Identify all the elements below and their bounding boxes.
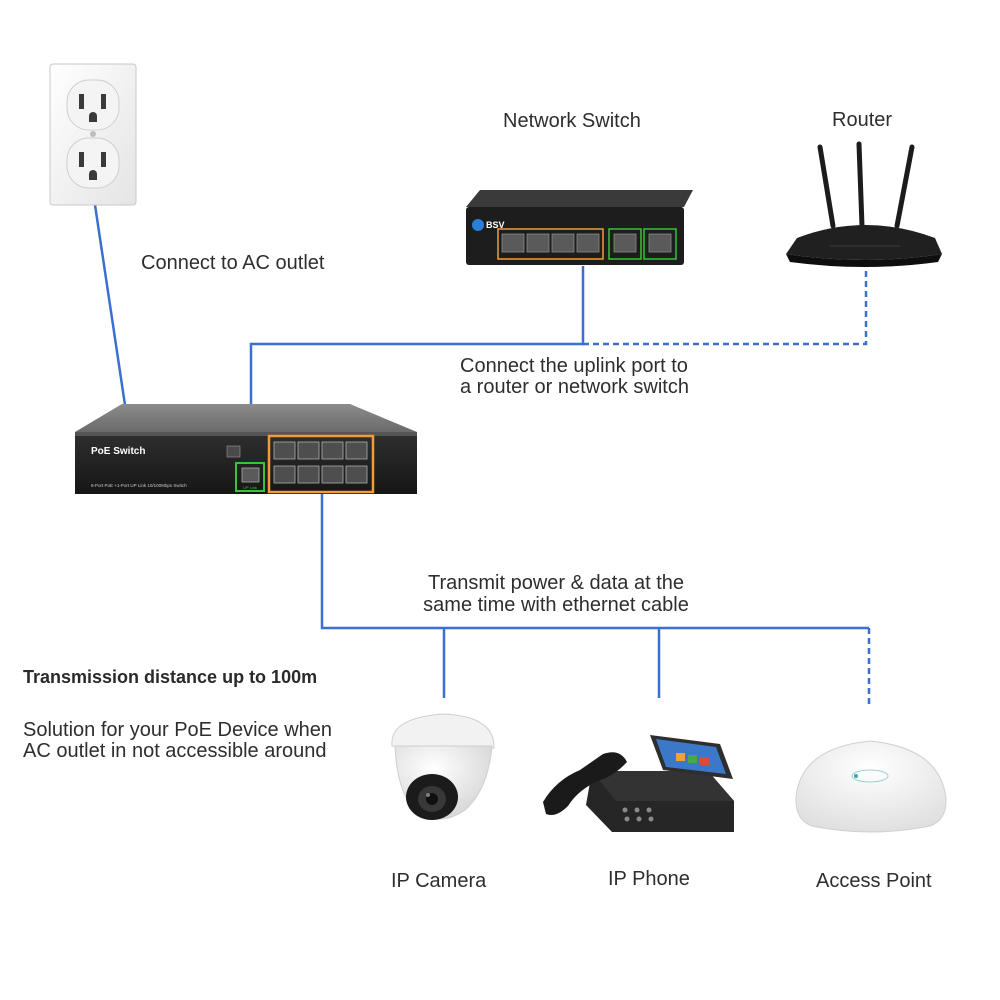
uplink-cable-to-router bbox=[583, 265, 868, 346]
wall-outlet-icon bbox=[49, 63, 137, 206]
desk-phone-icon bbox=[543, 735, 734, 832]
access-point-icon bbox=[795, 740, 947, 833]
network-switch-icon: BSV bbox=[466, 190, 693, 265]
poe-switch-subtitle: 8-Port PoE +1-Port UP Link 10/100Mbps Sw… bbox=[91, 483, 187, 488]
distance-heading: Transmission distance up to 100m bbox=[23, 667, 318, 687]
solution-text-line1: Solution for your PoE Device when bbox=[23, 719, 333, 741]
poe-uplink-label: UP Link bbox=[243, 485, 257, 490]
router-icon bbox=[786, 141, 942, 267]
network-switch-brand: BSV bbox=[486, 220, 505, 230]
dome-camera-icon bbox=[391, 713, 495, 820]
solution-text-line2: AC outlet in not accessible around bbox=[23, 740, 327, 762]
transmit-caption-line1: Transmit power & data at the bbox=[427, 572, 685, 594]
ac-outlet-caption: Connect to AC outlet bbox=[141, 252, 325, 274]
router-label: Router bbox=[832, 109, 893, 131]
ac-power-cable bbox=[93, 204, 127, 406]
uplink-caption-line2: a router or network switch bbox=[460, 376, 689, 398]
uplink-caption-line1: Connect the uplink port to bbox=[460, 355, 688, 377]
network-switch-label: Network Switch bbox=[503, 110, 641, 132]
access-point-label: Access Point bbox=[816, 870, 932, 892]
poe-trunk-cable bbox=[320, 492, 869, 630]
poe-switch-name: PoE Switch bbox=[91, 446, 145, 457]
ip-camera-label: IP Camera bbox=[391, 870, 487, 892]
transmit-caption-line2: same time with ethernet cable bbox=[423, 594, 689, 616]
poe-switch-icon: PoE Switch 8-Port PoE +1-Port UP Link 10… bbox=[75, 404, 417, 494]
ip-phone-label: IP Phone bbox=[608, 868, 690, 890]
